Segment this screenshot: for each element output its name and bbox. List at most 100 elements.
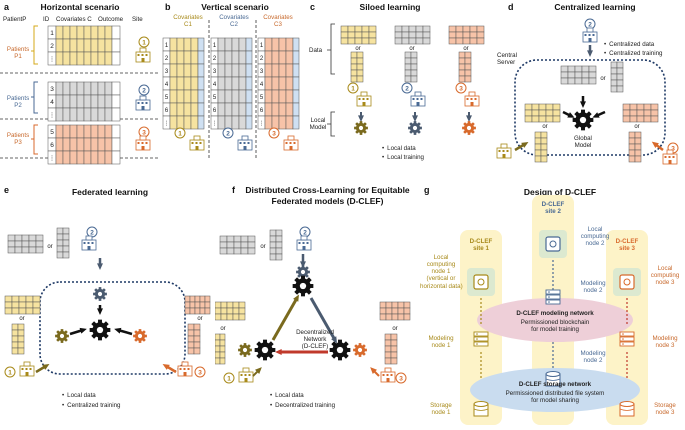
gear-icon [353,343,367,357]
arrow-in [651,141,664,151]
hospital-icon [177,361,193,377]
outcome-column [111,81,121,122]
hospital-icon [296,235,312,251]
row-id: 1 [213,43,217,49]
data-grid-yellow [4,295,41,315]
hospital-icon [356,91,372,107]
server-icon [473,331,489,347]
data-grid-gray [56,227,70,259]
svg-text:3: 3 [272,130,276,137]
server-icon [545,289,561,305]
row-id: 2 [165,56,169,62]
or-label: or [392,326,397,332]
data-grid-yellow [534,131,548,163]
site-badge-2: 2 [86,226,98,238]
hospital-icon [662,149,678,165]
row-id: 5 [165,95,169,101]
gear-icon [238,343,252,357]
svg-text:1: 1 [178,130,182,137]
covariate-grid [55,81,113,122]
d-bullet-2: Centralized training [604,50,662,57]
outcome-column [111,25,121,66]
site-badge-3: 3 [455,82,467,94]
row-id: 3 [260,69,264,75]
id-column [257,37,266,130]
c-local-model-label: Local Model [309,117,327,132]
panel-g-title: Design of D-CLEF [523,187,597,197]
site-badge-3: 3 [395,372,407,384]
gear-icon [93,287,107,301]
c-bullet-1: Local data [382,145,416,152]
f-network-label: Decentralized Network (D-CLEF) [296,329,334,351]
data-grid-yellow [524,103,561,123]
gear-icon [572,109,594,131]
site-badge-2: 2 [222,127,234,139]
g-storage-node-1: Storage node 1 [430,402,452,417]
g-site-3: D-CLEF site 3 [615,238,639,253]
database-icon [619,401,635,417]
col-outcome: Outcome [98,16,124,23]
data-grid-gray [269,229,283,261]
or-label: or [47,244,52,250]
outcome-column [245,37,253,130]
arrow-down [587,45,593,57]
arrow-down [412,112,418,122]
covariate-grid [264,37,294,130]
arrow-down [466,112,472,122]
arrow-edge [275,349,328,355]
or-label: or [260,244,265,250]
g-site-1: D-CLEF site 1 [469,238,493,253]
hospital-icon [81,235,97,251]
or-label: or [600,76,605,82]
gear-icon [354,121,368,135]
f-bullet-1: Local data [270,392,304,399]
or-label: or [220,326,225,332]
panel-f-title-2: Federated models (D-CLEF) [271,196,384,206]
f-bullet-2: Decentralized training [270,402,335,409]
svg-text:3: 3 [198,369,202,376]
e-bullet-2: Centralized training [62,402,120,409]
row-id: 4 [213,82,217,88]
panel-d-diagram: 2ororor13 [496,18,679,165]
g-local-node-3: Local computing node 3 [650,265,680,287]
or-label: or [19,316,24,322]
svg-text:2: 2 [90,229,94,236]
panel-c-letter: c [310,2,316,12]
row-id: ⋮ [164,120,170,127]
row-id: 1 [260,43,264,49]
data-grid-orange [448,25,485,45]
site-badge-2: 2 [138,84,150,96]
svg-text:2: 2 [142,87,146,94]
id-column [210,37,219,130]
site-badge-2: 2 [299,226,311,238]
data-grid-orange [184,295,211,315]
row-id: 1 [50,30,54,37]
site-badge-3: 3 [194,366,206,378]
data-grid-gray [7,234,44,254]
data-grid-orange [628,131,642,163]
data-grid-yellow [215,333,226,365]
data-grid-gray [219,235,256,255]
arrow-in [514,141,529,152]
hospital-icon [19,361,35,377]
covariate-grid [169,37,199,130]
database-icon [473,401,489,417]
e-bullet-1: Local data [62,392,96,399]
arrow-down [300,254,306,268]
lock-safe-icon [545,236,561,252]
svg-text:1: 1 [142,39,146,46]
or-label: or [409,46,414,52]
data-grid-yellow [340,25,377,45]
database-icon [545,371,561,387]
arrow-down [580,96,586,108]
row-id: ⋮ [49,56,56,63]
panel-d-letter: d [508,2,514,12]
panel-b-letter: b [165,2,171,12]
gear-icon [292,275,314,297]
hospital-icon [464,91,480,107]
